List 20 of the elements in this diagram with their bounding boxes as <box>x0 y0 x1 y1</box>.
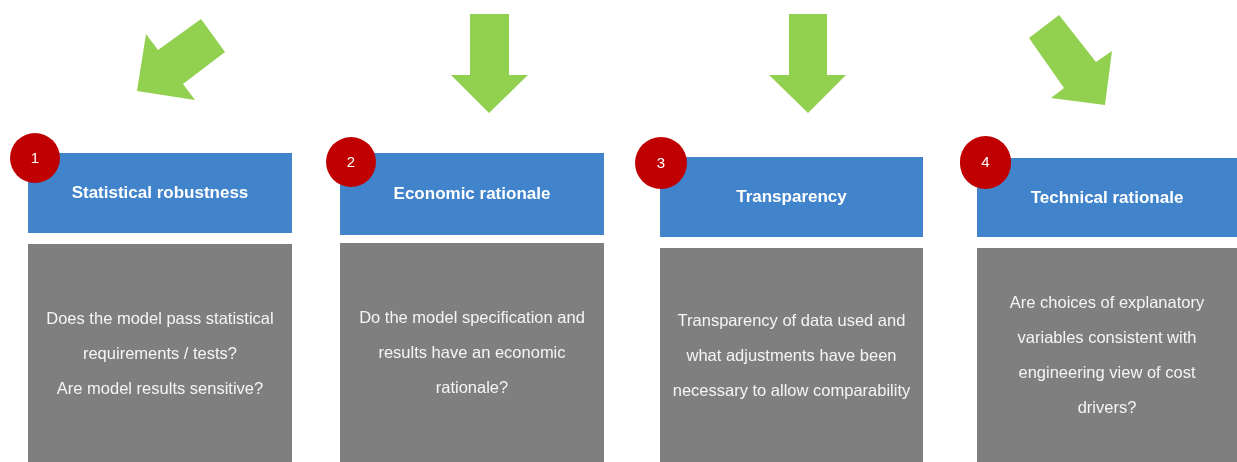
number-badge: 2 <box>326 137 376 187</box>
description-box <box>660 248 923 462</box>
heading-box <box>340 153 604 235</box>
heading-text: Transparency <box>736 186 847 209</box>
number-badge: 4 <box>960 136 1011 189</box>
description-box <box>28 244 292 462</box>
heading-text: Technical rationale <box>1030 186 1184 209</box>
description-box <box>340 243 604 462</box>
heading-text: Statistical robustness <box>71 182 249 205</box>
description-text: Are model results sensitive? <box>56 377 264 399</box>
description-text: Does the model pass statistical requirements / tests? <box>45 307 275 364</box>
heading-box <box>28 153 292 233</box>
number-badge: 1 <box>10 133 60 183</box>
heading-box <box>977 158 1237 237</box>
description-text: Are choices of explanatory variables consistent with engineering view of cost drivers? <box>1008 292 1206 418</box>
description-text: Do the model specification and results have an economic rationale? <box>358 307 586 398</box>
number-badge: 3 <box>635 137 687 189</box>
description-text: Transparency of data used and what adjustments have been necessary to allow comparability <box>672 309 911 401</box>
heading-text: Economic rationale <box>393 183 551 206</box>
description-box <box>977 248 1237 462</box>
